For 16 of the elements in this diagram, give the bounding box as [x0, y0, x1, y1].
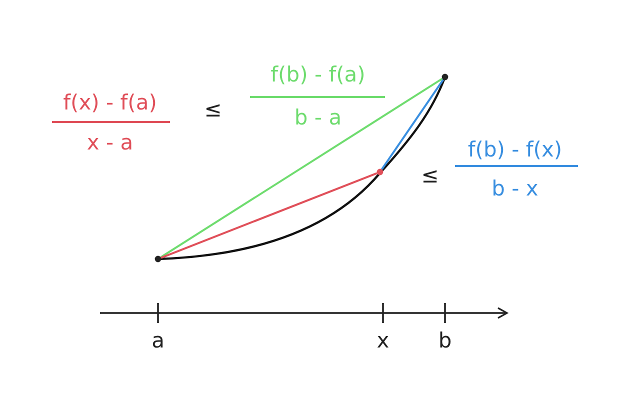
- numerator-text: f(b) - f(a): [270, 64, 366, 86]
- numerator-text: f(b) - f(x): [468, 140, 562, 160]
- denominator-text: x - a: [86, 132, 134, 154]
- point-marker: [154, 256, 162, 262]
- point-marker: [376, 168, 384, 176]
- denominator-text: b - a: [294, 108, 342, 128]
- axis-label: a: [152, 330, 164, 352]
- numerator-text: f(x) - f(a): [63, 92, 157, 114]
- inequality-sign: ≤: [204, 100, 222, 120]
- point-marker: [442, 74, 448, 80]
- denominator-text: b - x: [492, 178, 538, 200]
- secant-line: [160, 172, 378, 259]
- axis-label: b: [438, 330, 452, 352]
- secant-line: [380, 79, 444, 170]
- inequality-sign: ≤: [421, 166, 439, 186]
- axis-label: x: [376, 330, 390, 352]
